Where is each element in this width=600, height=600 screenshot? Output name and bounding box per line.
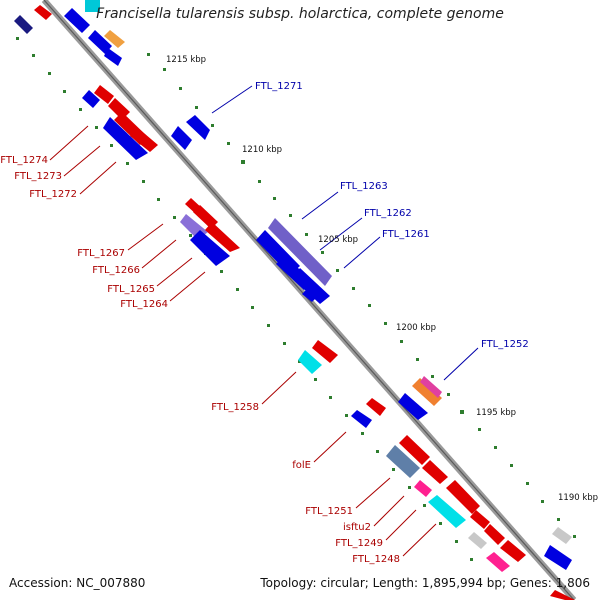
gene-label: isftu2	[343, 522, 371, 533]
scale-label: 1190 kbp	[558, 493, 598, 503]
gene-label: FTL_1267	[77, 248, 125, 259]
gene-arrow	[422, 460, 448, 484]
genome-title: Francisella tularensis subsp. holarctica…	[96, 6, 504, 22]
gene-arrow	[190, 230, 230, 266]
scale-label: 1205 kbp	[318, 235, 358, 245]
gene-arrow	[484, 524, 505, 545]
feature-block	[552, 527, 572, 544]
topology-text: Topology: circular; Length: 1,895,994 bp…	[260, 576, 590, 590]
gene-arrow	[292, 268, 330, 304]
scale-label: 1200 kbp	[396, 323, 436, 333]
gene-arrow	[446, 480, 480, 514]
gene-arrow	[366, 398, 386, 416]
gene-label: FTL_1252	[481, 339, 529, 350]
gene-arrow	[88, 30, 112, 54]
gene-arrow	[94, 85, 114, 104]
gene-arrow	[312, 340, 338, 363]
gene-arrow	[398, 393, 428, 420]
accession-text: Accession: NC_007880	[9, 576, 146, 590]
gene-label: FTL_1258	[211, 402, 259, 413]
gene-label: FTL_1251	[305, 506, 353, 517]
reverse-genes	[34, 5, 575, 600]
gene-label: FTL_1266	[92, 265, 140, 276]
other-features	[85, 0, 572, 572]
scale-label: 1210 kbp	[242, 145, 282, 155]
gene-arrow	[34, 5, 52, 20]
gene-label: FTL_1273	[14, 171, 62, 182]
gene-arrow	[399, 435, 430, 465]
gene-arrow	[550, 590, 575, 600]
feature-block	[104, 30, 125, 48]
forward-gene-labels: FTL_1271 FTL_1263 FTL_1262 FTL_1261 FTL_…	[255, 81, 529, 350]
feature-block	[85, 0, 100, 12]
gene-arrow	[130, 128, 158, 152]
feature-block	[428, 495, 466, 528]
scale-label: 1195 kbp	[476, 408, 516, 418]
feature-block	[414, 480, 432, 497]
gene-arrow	[205, 222, 240, 252]
feature-block	[298, 350, 322, 374]
leader-lines	[49, 85, 479, 557]
feature-block	[412, 378, 442, 406]
gene-label: FTL_1262	[364, 208, 412, 219]
gene-label: FTL_1261	[382, 229, 430, 240]
gene-arrow	[500, 540, 526, 562]
gene-arrow	[386, 445, 420, 478]
gene-arrow	[103, 117, 148, 160]
tick-track	[16, 37, 576, 561]
genome-backbone	[41, 0, 577, 600]
tick-track-outer	[147, 53, 576, 538]
gene-arrow	[470, 510, 490, 529]
gene-label: folE	[292, 460, 311, 471]
gene-label: FTL_1265	[107, 284, 155, 295]
gene-arrow	[171, 126, 192, 150]
tick-track-inner	[16, 37, 473, 561]
gene-arrow	[351, 410, 372, 428]
gene-arrow	[302, 286, 320, 302]
feature-block	[420, 376, 442, 398]
feature-block	[468, 532, 487, 549]
gene-arrow	[268, 218, 332, 286]
scale-labels: 1215 kbp 1210 kbp 1205 kbp 1200 kbp 1195…	[166, 55, 598, 503]
gene-label: FTL_1248	[352, 554, 400, 565]
gene-label: FTL_1272	[29, 189, 77, 200]
gene-arrow	[82, 90, 100, 108]
scale-label: 1215 kbp	[166, 55, 206, 65]
forward-genes	[14, 8, 572, 570]
gene-label: FTL_1271	[255, 81, 303, 92]
gene-arrow	[544, 545, 572, 570]
reverse-gene-labels: FTL_1274 FTL_1273 FTL_1272 FTL_1267 FTL_…	[0, 155, 400, 565]
gene-arrow	[104, 48, 122, 66]
gene-arrow	[14, 15, 33, 34]
gene-label: FTL_1249	[335, 538, 383, 549]
gene-arrow	[64, 8, 90, 33]
gene-label: FTL_1264	[120, 299, 168, 310]
feature-block	[486, 552, 510, 572]
gene-label: FTL_1274	[0, 155, 48, 166]
gene-label: FTL_1263	[340, 181, 388, 192]
gene-arrow	[186, 115, 210, 140]
